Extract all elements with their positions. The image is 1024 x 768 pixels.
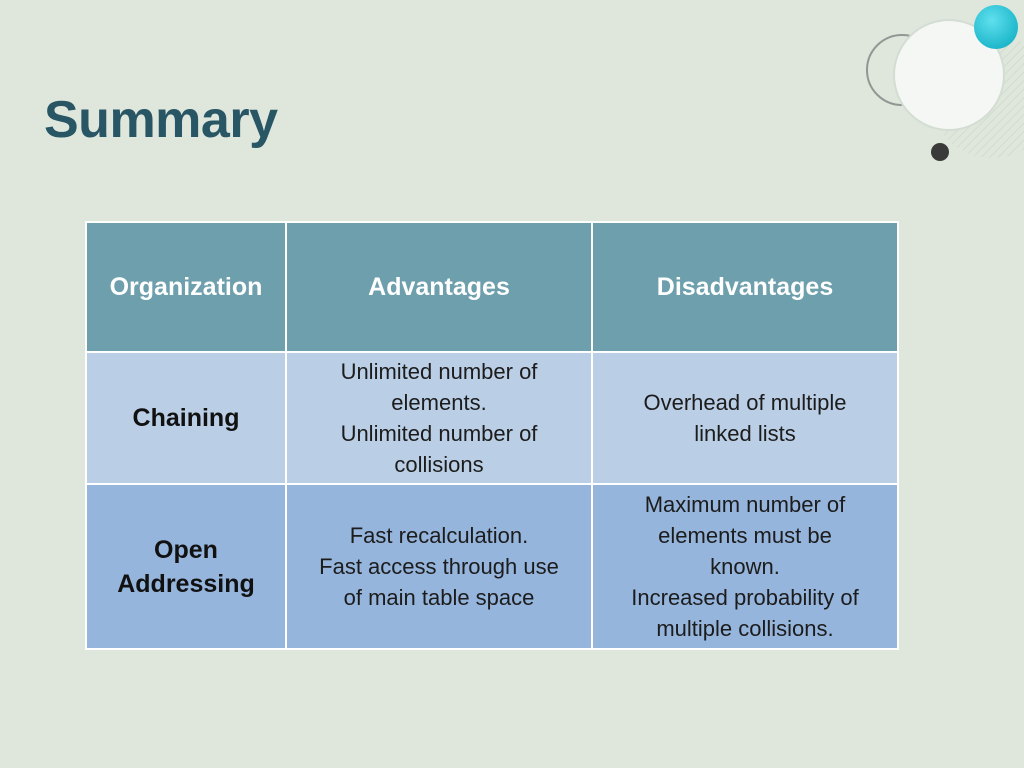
- cell-text-line: Fast recalculation.: [349, 523, 529, 548]
- row-organization-cell: Chaining: [85, 351, 287, 485]
- cell-text-line: Chaining: [132, 404, 240, 432]
- cell-text-line: known.: [710, 554, 780, 579]
- cell-text-line: linked lists: [694, 421, 796, 446]
- cell-text-line: Increased probability of: [631, 585, 859, 610]
- header-organization: Organization: [85, 221, 287, 353]
- row-advantages-cell: Fast recalculation. Fast access through …: [285, 483, 593, 650]
- cell-text-line: Maximum number of: [644, 492, 846, 517]
- header-advantages: Advantages: [285, 221, 593, 353]
- slide-title: Summary: [44, 91, 278, 149]
- cell-text-line: Unlimited number of: [340, 359, 538, 384]
- cell-text-line: elements must be: [658, 523, 832, 548]
- cell-text-line: elements.: [391, 390, 487, 415]
- cell-text-line: of main table space: [343, 585, 535, 610]
- header-disadvantages: Disadvantages: [591, 221, 899, 353]
- cell-text-line: Fast access through use: [319, 554, 559, 579]
- cell-text-line: multiple collisions.: [656, 616, 834, 641]
- decorative-circles: [866, 5, 1024, 161]
- row-disadvantages-cell: Maximum number of elements must be known…: [591, 483, 899, 650]
- cell-text-line: Open: [154, 535, 218, 564]
- table-row: Chaining Unlimited number of elements. U…: [85, 351, 899, 485]
- white-circle-decoration: [893, 19, 1005, 131]
- summary-table: Organization Advantages Disadvantages Ch…: [85, 221, 899, 650]
- cell-text-line: Overhead of multiple: [643, 390, 847, 415]
- row-disadvantages-cell: Overhead of multiple linked lists: [591, 351, 899, 485]
- cell-text-line: Addressing: [117, 569, 255, 598]
- table-row: Open Addressing Fast recalculation. Fast…: [85, 483, 899, 650]
- cell-text-line: Unlimited number of: [340, 421, 538, 446]
- teal-circle-decoration: [974, 5, 1018, 49]
- table-header-row: Organization Advantages Disadvantages: [85, 221, 899, 353]
- cell-text-line: collisions: [394, 452, 484, 477]
- row-advantages-cell: Unlimited number of elements. Unlimited …: [285, 351, 593, 485]
- row-organization-cell: Open Addressing: [85, 483, 287, 650]
- dark-dot-decoration: [931, 143, 949, 161]
